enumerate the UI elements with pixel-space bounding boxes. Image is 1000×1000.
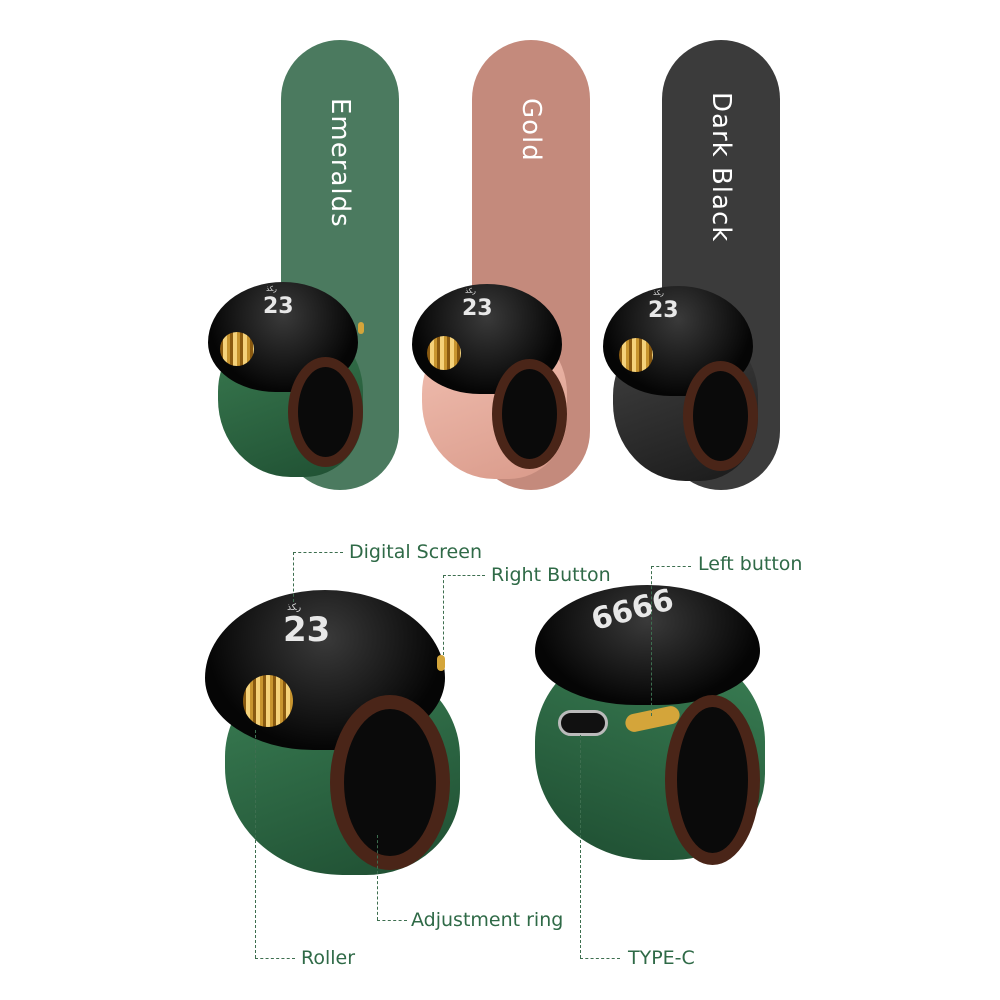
callout-right-button: Right Button [491,564,611,586]
callout-roller: Roller [301,947,356,969]
display-small-text: ﺭﻜﺬ [287,603,302,613]
callout-left-button: Left button [698,553,803,575]
display-small-text: ﺭﻜﺬ [653,289,664,297]
display-count: 23 [462,296,493,321]
ring-gold: ﺭﻜﺬ 23 [412,284,572,484]
display-small-text: ﺭﻜﺬ [266,285,277,293]
callout-digital-screen: Digital Screen [349,541,482,563]
display-count: 23 [648,298,679,323]
display-count: 23 [283,610,331,650]
ring-dark-black: ﺭﻜﺬ 23 [603,286,763,486]
color-label: Emeralds [325,98,355,228]
color-label: Gold [516,98,546,162]
callout-adjustment-ring: Adjustment ring [411,909,564,931]
display-count: 23 [263,294,294,319]
display-small-text: ﺭﻜﺬ [465,287,476,295]
type-c-port [558,710,608,736]
color-label: Dark Black [706,92,736,243]
ring-emeralds: ﺭﻜﺬ 23 [208,282,368,482]
ring-back-view: 9999 [530,580,770,875]
callout-type-c: TYPE-C [628,947,695,969]
ring-front-view: ﺭﻜﺬ 23 [205,590,465,880]
